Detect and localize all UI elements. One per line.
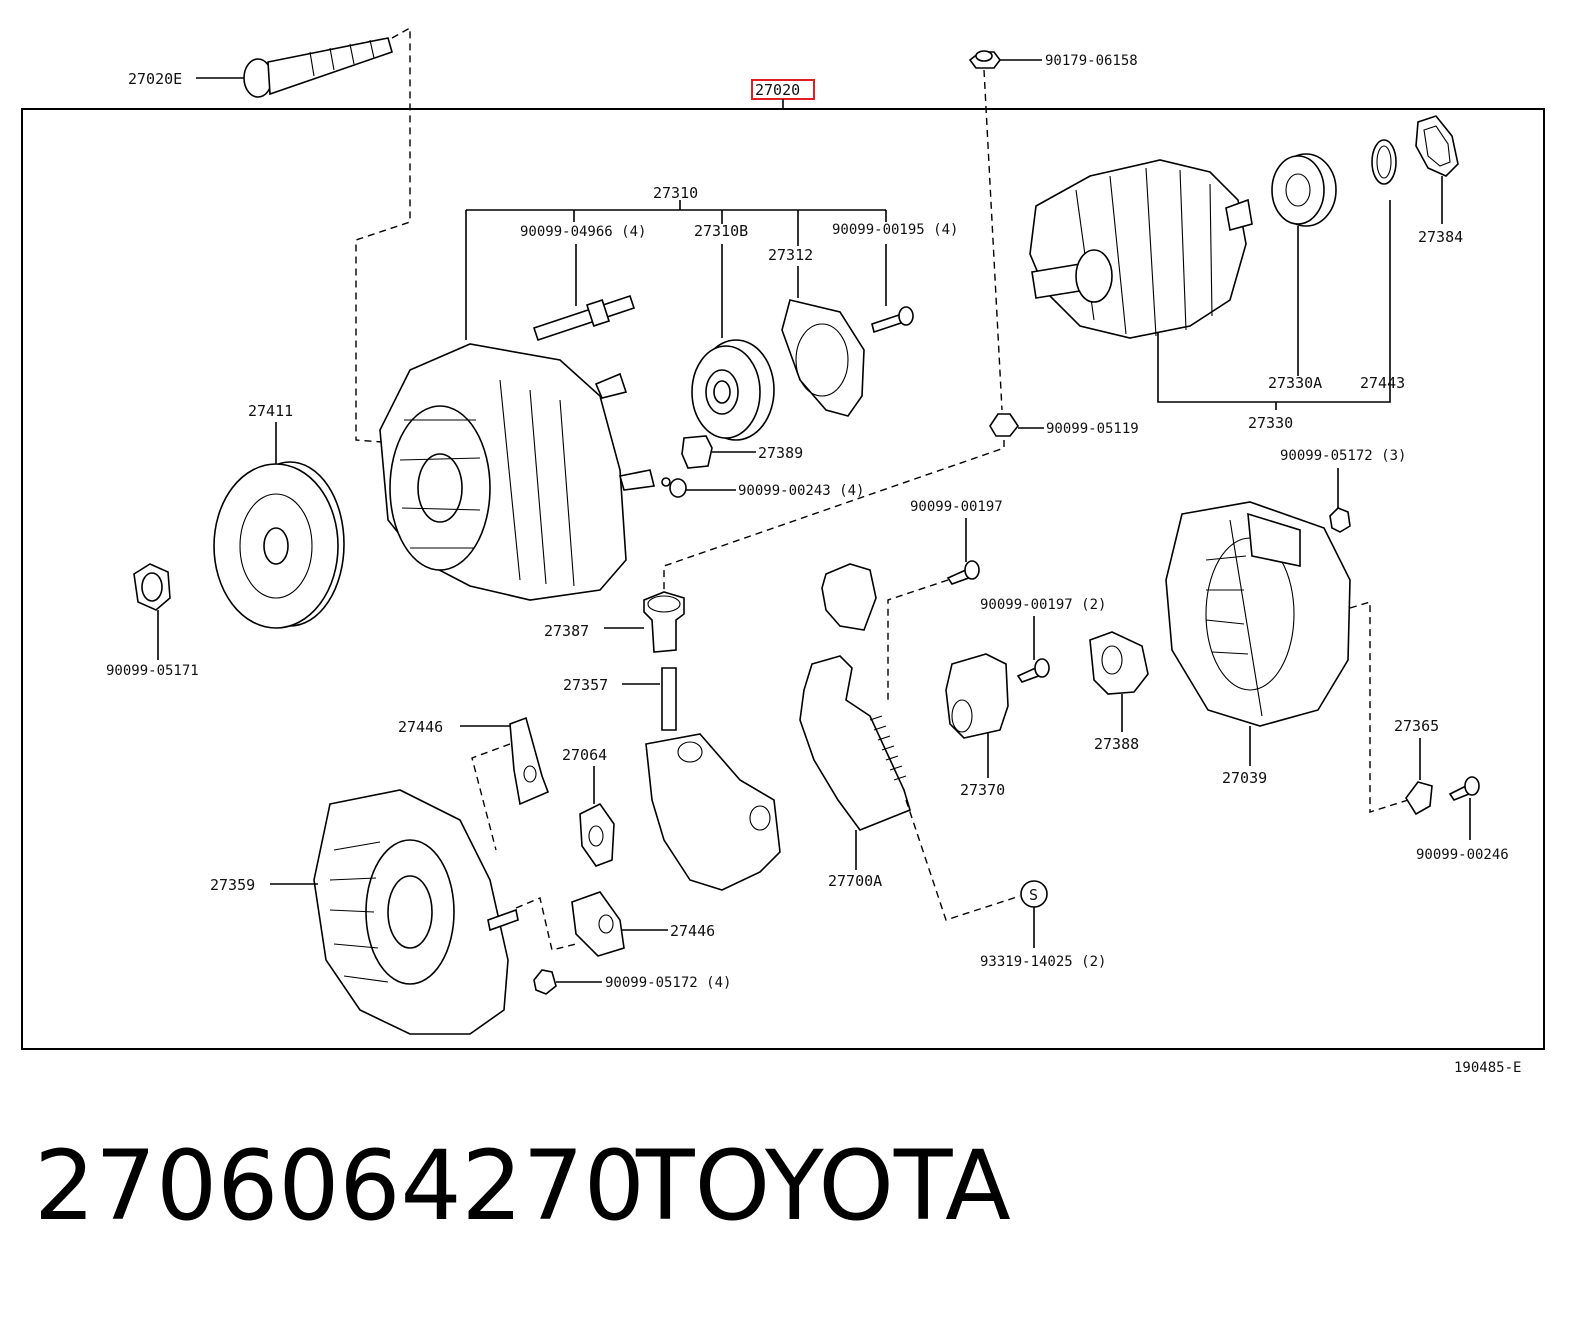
label-27446-lower[interactable]: 27446 (670, 922, 715, 940)
label-27020E[interactable]: 27020E (128, 70, 182, 88)
label-27387[interactable]: 27387 (544, 622, 589, 640)
label-90179-06158[interactable]: 90179-06158 (1045, 53, 1138, 69)
label-27700A[interactable]: 27700A (828, 872, 882, 890)
label-27330[interactable]: 27330 (1248, 414, 1293, 432)
label-27357[interactable]: 27357 (563, 676, 608, 694)
pulley-nut-part (133, 563, 171, 611)
holder-27370-part (945, 653, 1009, 739)
rear-cover-27039-part (1165, 501, 1351, 727)
label-27039[interactable]: 27039 (1222, 769, 1267, 787)
screw-00197-part (946, 560, 980, 585)
regulator-assembly-part (799, 655, 911, 831)
label-27443[interactable]: 27443 (1360, 374, 1405, 392)
label-27388[interactable]: 27388 (1094, 735, 1139, 753)
part-number: 2706064270 (34, 1130, 645, 1242)
screw-00195-part (871, 306, 914, 334)
drive-end-frame-part (379, 343, 655, 601)
label-90099-00197[interactable]: 90099-00197 (910, 499, 1003, 515)
regulator-cap-part (821, 563, 877, 631)
nut-05172-3-part (1329, 507, 1351, 533)
brush-holder-part (645, 667, 781, 891)
label-90099-05172-4[interactable]: 90099-05172 (4) (605, 975, 731, 991)
nut-90179-06158-part (968, 50, 1001, 69)
label-27312[interactable]: 27312 (768, 246, 813, 264)
label-27330A[interactable]: 27330A (1268, 374, 1322, 392)
screw-00197-2-part (1016, 658, 1050, 683)
pulley-part (213, 461, 345, 629)
part-27388 (1089, 631, 1149, 695)
label-90099-04966[interactable]: 90099-04966 (4) (520, 224, 646, 240)
through-bolt-part (243, 37, 393, 98)
terminal-insulator-part (643, 591, 685, 653)
bracket-27365-part (1405, 781, 1433, 816)
label-90099-00195[interactable]: 90099-00195 (4) (832, 222, 958, 238)
washer-27064-part (579, 802, 615, 867)
nut-00243-part (661, 477, 687, 498)
label-90099-05172-3[interactable]: 90099-05172 (3) (1280, 448, 1406, 464)
clip-27446-upper-part (509, 716, 550, 806)
label-27365[interactable]: 27365 (1394, 717, 1439, 735)
screw-00246-part (1448, 776, 1480, 801)
cover-27384-part (1415, 115, 1459, 177)
retainer-plate-part (781, 299, 865, 417)
clip-27446-lower-part (571, 891, 625, 957)
rotor-part (1029, 159, 1253, 339)
stud-bolt-part (532, 294, 636, 342)
rectifier-end-frame-part (313, 789, 519, 1035)
label-27310B[interactable]: 27310B (694, 222, 748, 240)
label-90099-00243[interactable]: 90099-00243 (4) (738, 483, 864, 499)
label-90099-00246[interactable]: 90099-00246 (1416, 847, 1509, 863)
brand-name: TOYOTA (636, 1130, 1011, 1242)
label-27370[interactable]: 27370 (960, 781, 1005, 799)
diagram-ref-code: 190485-E (1454, 1060, 1521, 1076)
label-27446-upper[interactable]: 27446 (398, 718, 443, 736)
insulator-27389-part (681, 435, 713, 469)
label-27310[interactable]: 27310 (653, 184, 698, 202)
label-90099-05171[interactable]: 90099-05171 (106, 663, 199, 679)
label-27359[interactable]: 27359 (210, 876, 255, 894)
assembly-label[interactable]: 27020 (755, 81, 800, 99)
label-27389[interactable]: 27389 (758, 444, 803, 462)
label-90099-05119[interactable]: 90099-05119 (1046, 421, 1139, 437)
label-27384[interactable]: 27384 (1418, 228, 1463, 246)
label-93319-14025[interactable]: 93319-14025 (2) (980, 954, 1106, 970)
label-27411[interactable]: 27411 (248, 402, 293, 420)
label-S[interactable]: S (1029, 886, 1038, 904)
rear-bearing-part (1271, 153, 1337, 227)
label-27064[interactable]: 27064 (562, 746, 607, 764)
label-90099-00197-2[interactable]: 90099-00197 (2) (980, 597, 1106, 613)
bearing-27310B-part (691, 339, 775, 441)
ring-27443-part (1371, 139, 1397, 185)
nut-05119-part (989, 413, 1019, 437)
nut-05172-4-part (533, 969, 557, 995)
